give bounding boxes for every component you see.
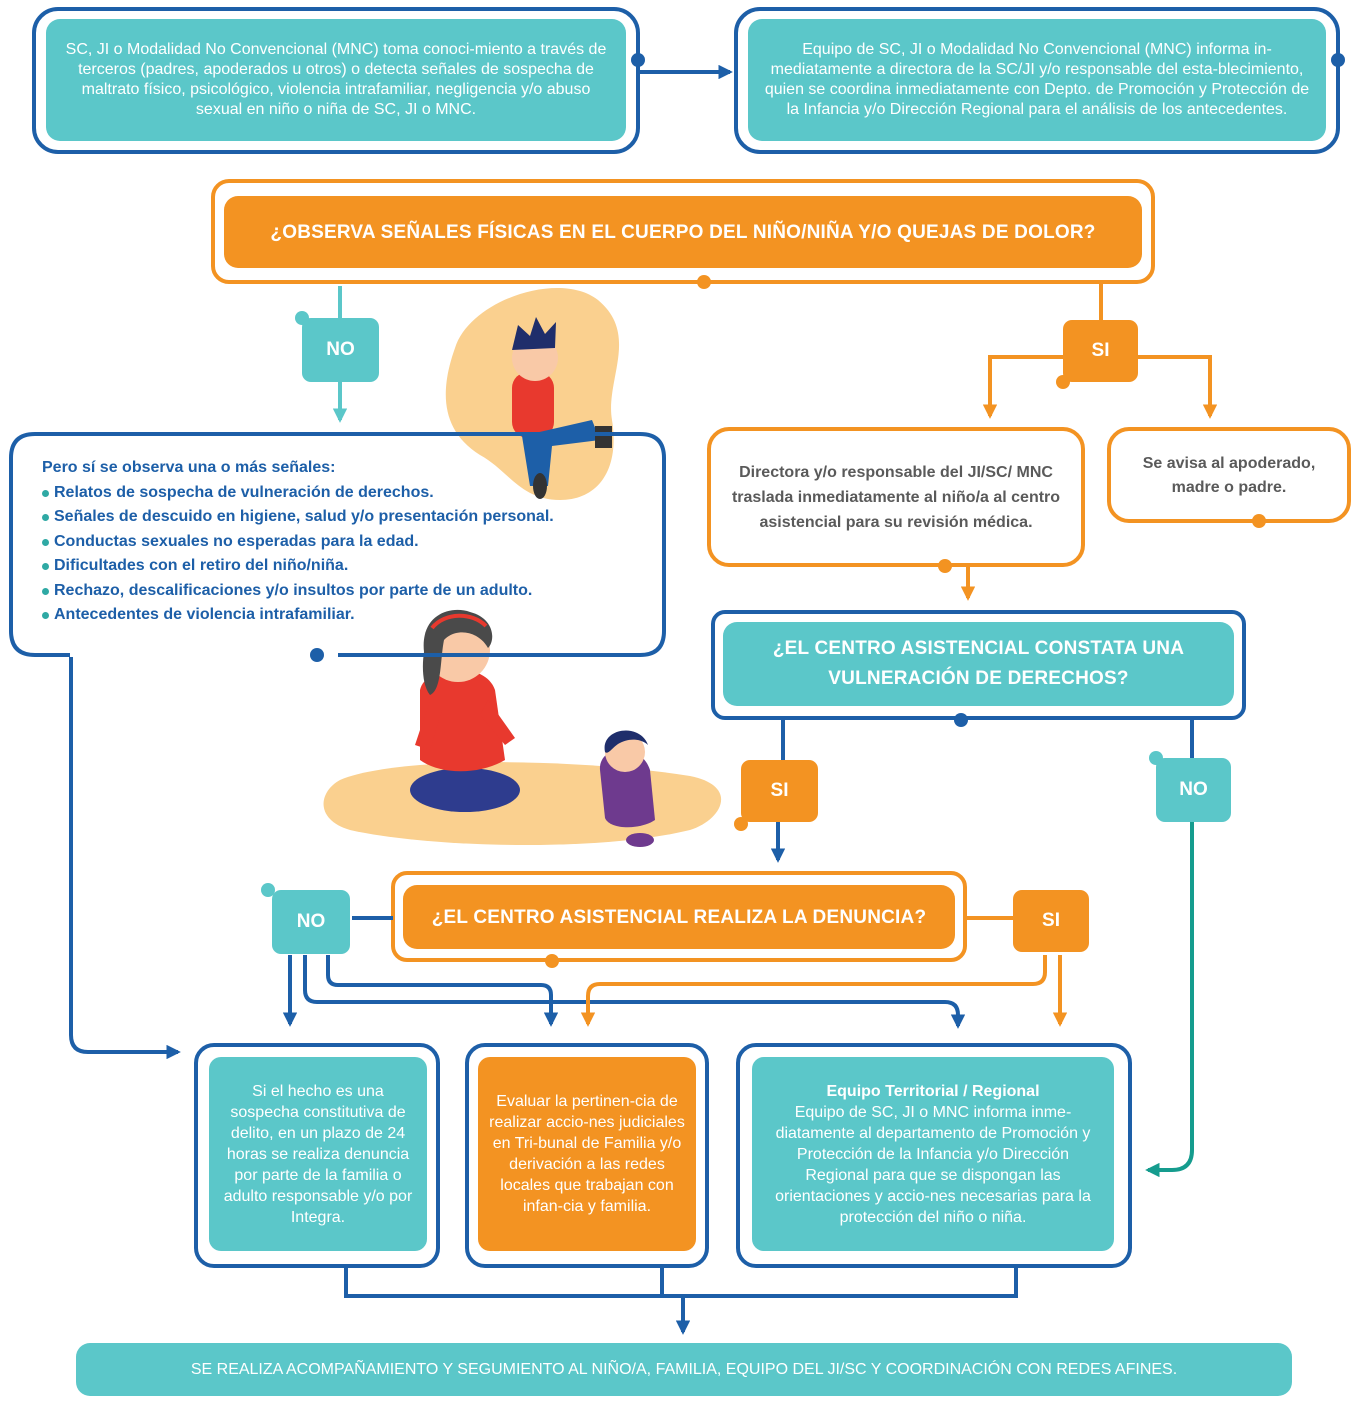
label-si-denuncia-text: SI: [1042, 910, 1060, 931]
outcome-denuncia-text: Si el hecho es una sospecha constitutiva…: [223, 1082, 413, 1226]
intro-text: SC, JI o Modalidad No Convencional (MNC)…: [65, 41, 607, 118]
director-box: Directora y/o responsable del JI/SC/ MNC…: [728, 446, 1064, 548]
label-no-denuncia-text: NO: [296, 911, 326, 932]
label-no-center: NO: [1156, 758, 1231, 822]
signal-item: Dificultades con el retiro del niño/niña…: [42, 554, 672, 579]
label-no-physical: NO: [302, 318, 379, 382]
signal-item: Señales de descuido en higiene, salud y/…: [42, 505, 672, 530]
label-no-center-text: NO: [1179, 779, 1208, 800]
label-si-physical: SI: [1063, 320, 1138, 382]
label-no-denuncia: NO: [272, 890, 350, 954]
notify-text: Se avisa al apoderado, madre o padre.: [1142, 455, 1316, 496]
question-physical-text: ¿OBSERVA SEÑALES FÍSICAS EN EL CUERPO DE…: [270, 221, 1096, 243]
signal-item: Rechazo, descalificaciones y/o insultos …: [42, 579, 672, 604]
outcome-evaluar-box: Evaluar la pertinen-cia de realizar acci…: [478, 1057, 696, 1251]
outcome-denuncia-box: Si el hecho es una sospecha constitutiva…: [209, 1057, 427, 1251]
label-si-denuncia: SI: [1013, 890, 1089, 952]
signal-item: Conductas sexuales no esperadas para la …: [42, 530, 672, 555]
illustration-boy: [445, 287, 620, 500]
question-denuncia: ¿EL CENTRO ASISTENCIAL REALIZA LA DENUNC…: [403, 885, 955, 949]
outcome-equipo-box: Equipo Territorial / Regional Equipo de …: [752, 1057, 1114, 1251]
notify-parent-box: Se avisa al apoderado, madre o padre.: [1122, 446, 1336, 506]
label-si-center-text: SI: [770, 780, 789, 801]
label-no-physical-text: NO: [326, 339, 355, 360]
footer-text: SE REALIZA ACOMPAÑAMIENTO Y SEGUMIENTO A…: [190, 1360, 1178, 1378]
label-si-center: SI: [741, 760, 818, 822]
outcome-equipo-text: Equipo de SC, JI o MNC informa inme-diat…: [775, 1103, 1091, 1226]
signal-item: Relatos de sospecha de vulneración de de…: [42, 481, 672, 506]
label-si-physical-text: SI: [1091, 340, 1110, 361]
illustration-mother-child: [323, 609, 722, 847]
question-physical-signs: ¿OBSERVA SEÑALES FÍSICAS EN EL CUERPO DE…: [224, 196, 1142, 268]
outcome-equipo-title: Equipo Territorial / Regional: [826, 1082, 1040, 1100]
footer-followup-banner: SE REALIZA ACOMPAÑAMIENTO Y SEGUMIENTO A…: [76, 1343, 1292, 1396]
question-denuncia-text: ¿EL CENTRO ASISTENCIAL REALIZA LA DENUNC…: [431, 906, 927, 928]
signal-item: Antecedentes de violencia intrafamiliar.: [42, 603, 672, 628]
director-text: Directora y/o responsable del JI/SC/ MNC…: [731, 463, 1061, 531]
signals-items: Relatos de sospecha de vulneración de de…: [42, 481, 672, 628]
question-center-confirms: ¿EL CENTRO ASISTENCIAL CONSTATA UNA VULN…: [723, 622, 1234, 706]
question-center-text: ¿EL CENTRO ASISTENCIAL CONSTATA UNA VULN…: [772, 638, 1185, 689]
inform-box: Equipo de SC, JI o Modalidad No Convenci…: [748, 19, 1326, 141]
inform-text: Equipo de SC, JI o Modalidad No Convenci…: [764, 41, 1310, 118]
outcome-evaluar-text: Evaluar la pertinen-cia de realizar acci…: [489, 1093, 685, 1215]
signals-heading: Pero sí se observa una o más señales:: [42, 459, 336, 476]
signals-list: Pero sí se observa una o más señales: Re…: [42, 456, 672, 628]
intro-box: SC, JI o Modalidad No Convencional (MNC)…: [46, 19, 626, 141]
